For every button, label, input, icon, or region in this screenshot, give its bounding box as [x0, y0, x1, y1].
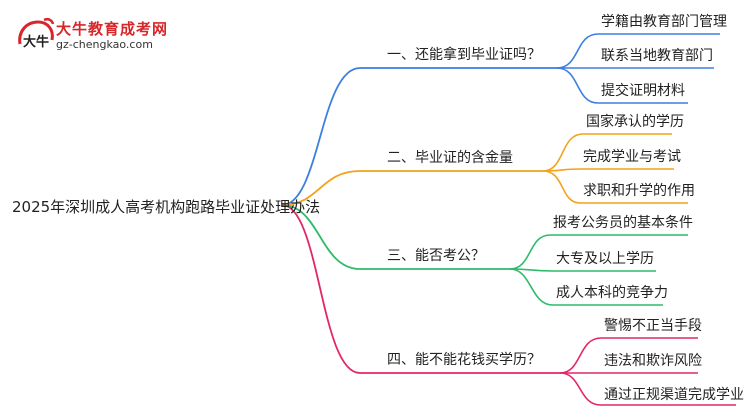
- connector-b2-leaf-2: [542, 168, 674, 172]
- connector-b3-leaf-3: [509, 268, 663, 306]
- branch-1-label: 一、还能拿到毕业证吗？: [387, 47, 541, 63]
- connector-root-branch-4: [281, 204, 560, 374]
- svg-text:大牛: 大牛: [23, 34, 49, 50]
- leaf-1-1: 学籍由教育部门管理: [601, 14, 727, 30]
- leaf-4-1: 警惕不正当手段: [604, 318, 702, 334]
- leaf-3-3: 成人本科的竞争力: [556, 285, 668, 301]
- branch-2-label: 二、毕业证的含金量: [387, 150, 513, 166]
- connector-b1-leaf-1: [556, 33, 720, 69]
- connector-root-branch-1: [281, 67, 557, 206]
- connector-b4-leaf-3: [559, 372, 736, 406]
- leaf-4-2: 违法和欺诈风险: [604, 353, 702, 369]
- branch-4-label: 四、能不能花钱买学历？: [387, 352, 541, 368]
- leaf-3-1: 报考公务员的基本条件: [553, 215, 693, 231]
- connector-b1-leaf-3: [556, 67, 688, 104]
- connector-b4-leaf-1: [559, 337, 698, 374]
- site-url: gz-chengkao.com: [56, 38, 153, 51]
- leaf-2-2: 完成学业与考试: [583, 149, 681, 165]
- bull-logo-icon: 大牛: [18, 17, 55, 50]
- leaf-2-1: 国家承认的学历: [586, 114, 684, 130]
- leaf-3-2: 大专及以上学历: [556, 251, 654, 267]
- site-logo[interactable]: 大牛 大牛教育成考网 gz-chengkao.com: [14, 14, 184, 60]
- connector-b2-leaf-3: [542, 170, 688, 204]
- root-topic: 2025年深圳成人高考机构跑路毕业证处理办法: [12, 198, 321, 216]
- leaf-1-2: 联系当地教育部门: [601, 48, 713, 64]
- site-name: 大牛教育成考网: [56, 20, 169, 38]
- branch-3-label: 三、能否考公？: [387, 248, 485, 264]
- connector-b2-leaf-1: [542, 133, 672, 172]
- leaf-1-3: 提交证明材料: [601, 83, 685, 99]
- connector-b3-leaf-2: [509, 268, 656, 272]
- connector-root-branch-3: [281, 204, 510, 270]
- leaf-4-3: 通过正规渠道完成学业: [604, 387, 744, 403]
- connector-root-branch-2: [281, 170, 543, 206]
- connector-b3-leaf-1: [509, 234, 688, 270]
- leaf-2-3: 求职和升学的作用: [583, 183, 695, 199]
